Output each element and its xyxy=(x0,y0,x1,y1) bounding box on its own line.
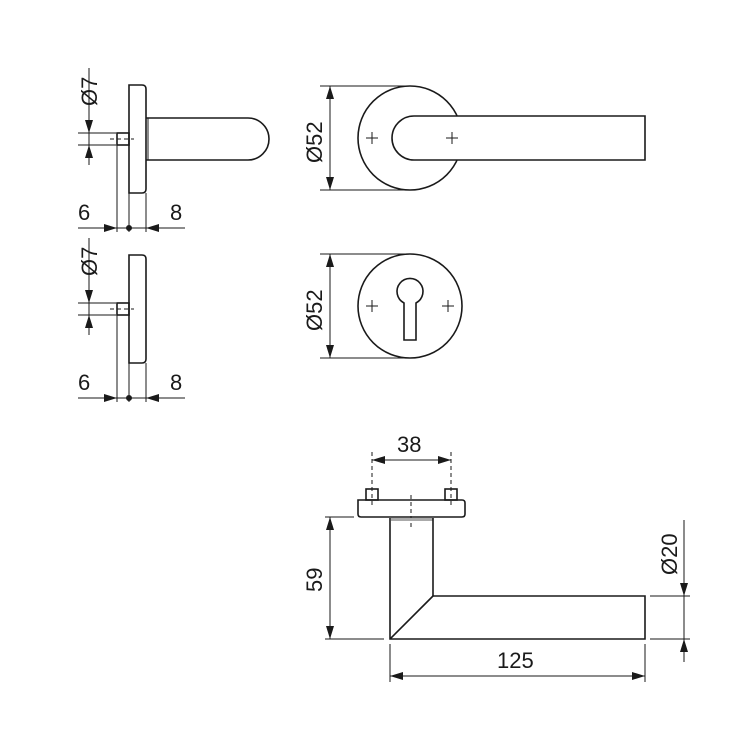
fixing-distance-label: 38 xyxy=(397,432,421,457)
lever-side xyxy=(146,117,270,161)
escutcheon xyxy=(357,253,463,359)
right-dim-label: 8 xyxy=(170,370,182,395)
right-dim-label: 8 xyxy=(170,200,182,225)
front-view-key-escutcheon: Ø52 xyxy=(302,253,463,359)
rose-profile xyxy=(357,499,466,518)
left-dim-label: 6 xyxy=(78,200,90,225)
left-dim-label: 6 xyxy=(78,370,90,395)
lever-diameter-label: Ø20 xyxy=(657,533,682,575)
screw-plus-icon xyxy=(366,300,378,312)
lever-side-view: 38 59 Ø20 125 xyxy=(302,432,690,682)
rose-side xyxy=(128,84,147,194)
side-view-bottom: Ø7 6 8 xyxy=(77,238,185,402)
pin-diameter-label: Ø7 xyxy=(77,77,102,106)
screw-plus-icon xyxy=(366,132,378,144)
rose-diameter-label: Ø52 xyxy=(302,121,327,163)
front-view-lever-rose: Ø52 xyxy=(302,85,646,191)
projection-label: 59 xyxy=(302,568,327,592)
lever-length-label: 125 xyxy=(497,648,534,673)
escutcheon-side xyxy=(128,254,147,364)
lever-profile xyxy=(389,518,646,640)
screw-plus-icon xyxy=(442,300,454,312)
pin-diameter-label: Ø7 xyxy=(77,247,102,276)
lever-front xyxy=(391,115,646,161)
side-view-top: Ø7 6 8 xyxy=(77,68,270,232)
keyhole-icon xyxy=(396,277,424,341)
escutcheon-diameter-label: Ø52 xyxy=(302,289,327,331)
screw-plus-icon xyxy=(446,132,458,144)
